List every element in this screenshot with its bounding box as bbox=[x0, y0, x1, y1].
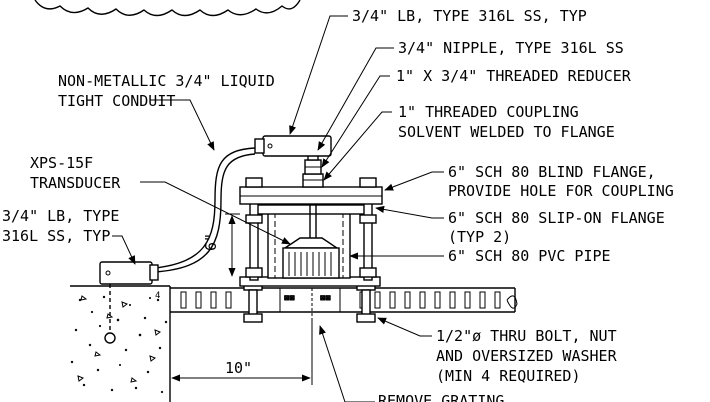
label-nipple: 3/4" NIPPLE, TYPE 316L SS bbox=[398, 39, 624, 57]
label-blind-flange-1: 6" SCH 80 BLIND FLANGE, bbox=[448, 163, 656, 181]
label-pvc-pipe: 6" SCH 80 PVC PIPE bbox=[448, 247, 611, 265]
liquid-tight-conduit bbox=[154, 147, 256, 269]
label-bolt-1: 1/2"ø THRU BOLT, NUT bbox=[436, 327, 617, 345]
dimension-10in: 10" bbox=[169, 320, 313, 385]
blind-flange-nuts bbox=[245, 177, 377, 188]
svg-text:6": 6" bbox=[202, 233, 220, 251]
label-coupling-1: 1" THREADED COUPLING bbox=[398, 103, 579, 121]
label-bolt-2: AND OVERSIZED WASHER bbox=[436, 347, 618, 365]
leader-lines bbox=[112, 15, 444, 402]
label-grating: REMOVE GRATING bbox=[378, 392, 504, 402]
svg-text:☒☒: ☒☒ bbox=[284, 293, 295, 303]
lb-fitting-top bbox=[254, 135, 332, 157]
label-bolt-3: (MIN 4 REQUIRED) bbox=[436, 367, 581, 385]
upper-slipon-flange bbox=[251, 204, 371, 215]
callout-labels: 3/4" LB, TYPE 316L SS, TYP 3/4" NIPPLE, … bbox=[2, 7, 674, 402]
lb-fitting-left bbox=[99, 261, 159, 344]
label-transducer-2: TRANSDUCER bbox=[30, 174, 121, 192]
label-slipon-flange-1: 6" SCH 80 SLIP-ON FLANGE bbox=[448, 209, 665, 227]
svg-text:☒☒: ☒☒ bbox=[320, 293, 331, 303]
revision-cloud bbox=[34, 0, 301, 17]
label-reducer: 1" X 3/4" THREADED REDUCER bbox=[396, 67, 632, 85]
label-slipon-flange-2: (TYP 2) bbox=[448, 228, 511, 246]
svg-text:4: 4 bbox=[155, 291, 160, 301]
label-blind-flange-2: PROVIDE HOLE FOR COUPLING bbox=[448, 182, 674, 200]
thru-bolts bbox=[243, 283, 376, 323]
label-conduit-1: NON-METALLIC 3/4" LIQUID bbox=[58, 72, 275, 90]
label-coupling-2: SOLVENT WELDED TO FLANGE bbox=[398, 123, 615, 141]
label-lb-left-2: 316L SS, TYP bbox=[2, 227, 110, 245]
label-lb-top: 3/4" LB, TYPE 316L SS, TYP bbox=[352, 7, 587, 25]
label-conduit-2: TIGHT CONDUIT bbox=[58, 92, 175, 110]
dimension-6in: 6" bbox=[202, 213, 240, 277]
pipe-bore: ☒☒ ☒☒ bbox=[279, 288, 341, 320]
dim-10-text: 10" bbox=[225, 359, 252, 377]
label-transducer-1: XPS-15F bbox=[30, 154, 93, 172]
label-lb-left-1: 3/4" LB, TYPE bbox=[2, 207, 119, 225]
transducer-body bbox=[282, 237, 340, 279]
grating: 4 bbox=[155, 287, 518, 313]
concrete-wall bbox=[70, 285, 171, 402]
